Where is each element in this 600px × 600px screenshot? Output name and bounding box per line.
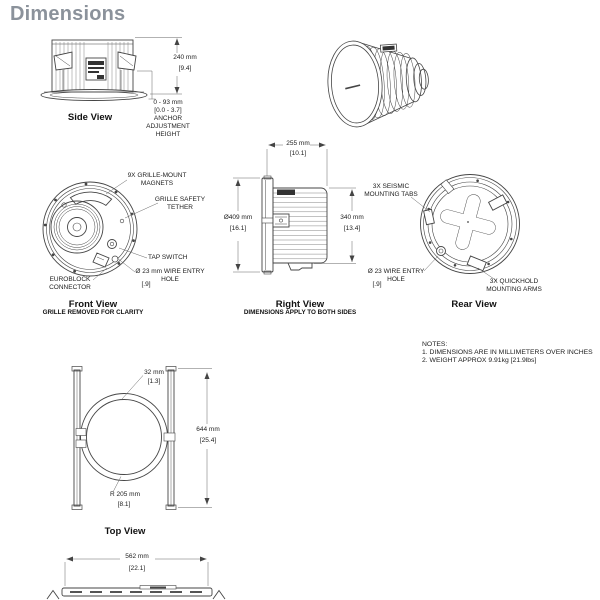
right-view-subtitle: DIMENSIONS APPLY TO BOTH SIDES [243,309,357,316]
note-weight: 2. WEIGHT APPROX 9.91kg [21.9lbs] [422,357,537,364]
tap-switch-label: TAP SWITCH [148,254,188,261]
side-height-dim-inches: [9.4] [178,65,192,72]
rear-view-drawing [410,174,520,282]
top-ring-dim-inches: [1.3] [147,378,161,385]
right-view-title: Right View [275,299,325,310]
bottom-view-drawing [46,556,226,600]
notes-heading: NOTES: [422,341,448,348]
bottom-width-dim: 562 mm [125,553,149,560]
anchor-adjustment-note: 0 - 93 mm [0.0 - 3.7] ANCHOR ADJUSTMENT … [146,99,190,138]
isometric-view-drawing [327,40,429,128]
right-view-drawing [233,142,356,275]
front-view-drawing [42,179,159,281]
quickhold-arms-label: 3X QUICKHOLD MOUNTING ARMS [486,278,542,293]
right-diameter-dim: Ø409 mm [223,214,253,221]
bottom-width-dim-inches: [22.1] [128,565,146,572]
page-title: Dimensions [10,3,126,25]
rear-view-title: Rear View [451,299,497,310]
top-length-dim: 644 mm [196,426,220,433]
side-view-title: Side View [67,112,113,123]
top-view-drawing [71,366,212,510]
note-units: 1. DIMENSIONS ARE IN MILLIMETERS OVER IN… [422,349,593,356]
top-ring-dim: 32 mm [144,369,164,376]
side-view-drawing [40,37,182,101]
side-height-dim: 240 mm [173,54,197,61]
rear-wire-entry-inches: [.9] [372,281,382,288]
grille-safety-tether-label: GRILLE SAFETY TETHER [154,196,206,211]
right-diameter-dim-inches: [16.1] [229,225,247,232]
top-view-title: Top View [104,526,146,537]
front-view-title: Front View [68,299,118,310]
top-radius-dim-inches: [8.1] [117,501,131,508]
right-depth-dim: 340 mm [340,214,364,221]
rear-wire-entry-label: Ø 23 WIRE ENTRY HOLE [367,268,425,283]
grille-mount-magnets-label: 9X GRILLE-MOUNT MAGNETS [127,172,187,187]
front-wire-entry-inches: [.9] [141,281,151,288]
euroblock-connector-label: EUROBLOCK CONNECTOR [49,276,91,291]
front-wire-entry-label: Ø 23 mm WIRE ENTRY HOLE [135,268,205,283]
top-length-dim-inches: [25.4] [199,437,217,444]
right-width-dim-inches: [10.1] [289,150,307,157]
top-radius-dim: R 205 mm [110,491,140,498]
right-depth-dim-inches: [13.4] [343,225,361,232]
right-width-dim: 255 mm [286,140,310,147]
front-view-subtitle: GRILLE REMOVED FOR CLARITY [42,309,144,316]
seismic-tabs-label: 3X SEISMIC MOUNTING TABS [364,183,418,198]
